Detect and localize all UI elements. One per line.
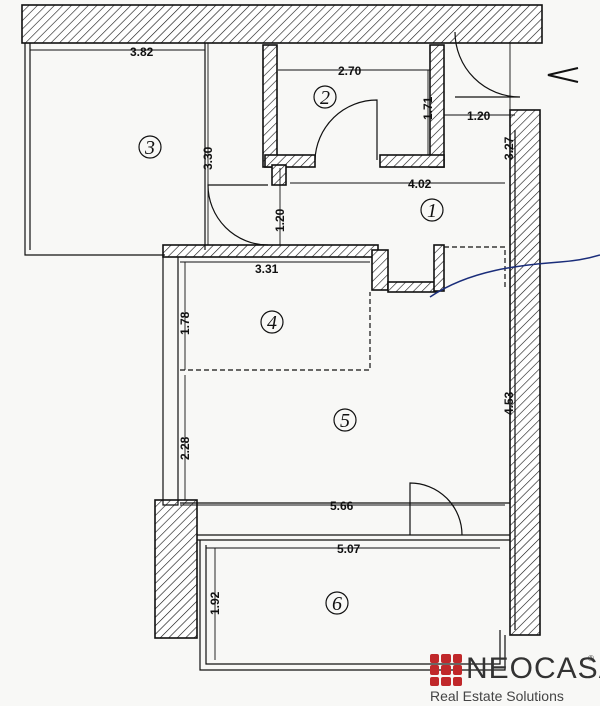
dim-balcony-width: 5.07	[337, 542, 361, 556]
kitchen-side-wall	[433, 244, 445, 292]
room-2-circle	[313, 85, 337, 109]
room-2-label: 2	[320, 87, 330, 109]
dim-room5-width: 5.66	[330, 499, 354, 513]
dim-balcony-height: 1.92	[208, 591, 222, 615]
brand-name: NEOCASA	[466, 652, 600, 685]
dim-hall-width: 4.02	[408, 177, 432, 191]
doors	[207, 31, 521, 536]
room-1-label: 1	[427, 200, 437, 222]
room3-door	[207, 184, 269, 246]
entrance-arrow-icon	[547, 67, 579, 83]
room-5-circle	[333, 408, 357, 432]
room-labels: 1 2 3 4 5 6	[138, 85, 444, 615]
dim-room4-height: 1.78	[178, 311, 192, 335]
door-stub	[271, 164, 287, 186]
brand-logo: NEOCASA ® Real Estate Solutions	[428, 650, 600, 704]
dim-room4-width: 3.31	[255, 262, 279, 276]
dim-room3-width: 3.82	[130, 45, 154, 59]
dim-entrance-width: 1.20	[467, 109, 491, 123]
dim-room5-height: 2.28	[178, 436, 192, 460]
dim-room5-right-height: 4.53	[502, 391, 516, 415]
balcony-door	[409, 482, 463, 536]
dim-room2-width: 2.70	[338, 64, 362, 78]
room3-outline	[24, 43, 165, 256]
dim-room3-height: 3.30	[201, 146, 215, 170]
room4-pillar	[371, 249, 389, 291]
room4-top-wall	[162, 244, 379, 258]
top-wall	[21, 4, 543, 44]
registered-mark: ®	[588, 654, 594, 663]
room2-left-wall	[262, 44, 278, 168]
ink-annotation	[429, 254, 600, 298]
walls	[21, 4, 543, 639]
room-1-circle	[420, 198, 444, 222]
brand-tagline: Real Estate Solutions	[430, 688, 564, 704]
outlines	[24, 43, 516, 671]
room-3-label: 3	[144, 137, 155, 159]
left-lower-wall	[154, 499, 198, 639]
room-3-circle	[138, 135, 162, 159]
dashed-lines	[180, 246, 506, 371]
dim-room2-height: 1.71	[421, 96, 435, 120]
dimension-lines	[30, 43, 515, 660]
entrance-door	[454, 31, 521, 98]
room-5-label: 5	[340, 410, 350, 432]
room-6-circle	[325, 591, 349, 615]
room4-dashed-border	[180, 292, 371, 371]
dim-corridor-width: 1.20	[273, 208, 287, 232]
room2-bottom-wall	[379, 154, 445, 168]
dim-hall-height: 3.27	[502, 136, 516, 160]
kitchen-wall	[387, 281, 437, 293]
room-4-label: 4	[267, 312, 277, 334]
balcony-outline	[199, 540, 506, 671]
room-6-label: 6	[332, 593, 342, 615]
room2-door	[314, 99, 378, 161]
room-4-circle	[260, 310, 284, 334]
room2-bottom-left-wall	[264, 154, 316, 168]
logo-grid-icon	[430, 654, 462, 686]
balcony-inner	[205, 545, 501, 665]
kitchen-dashed-border	[444, 246, 506, 290]
dimension-labels: 3.82 2.70 1.71 1.20 3.27 3.30 4.02 1.20 …	[130, 45, 516, 615]
room5-left-outline	[162, 255, 179, 506]
